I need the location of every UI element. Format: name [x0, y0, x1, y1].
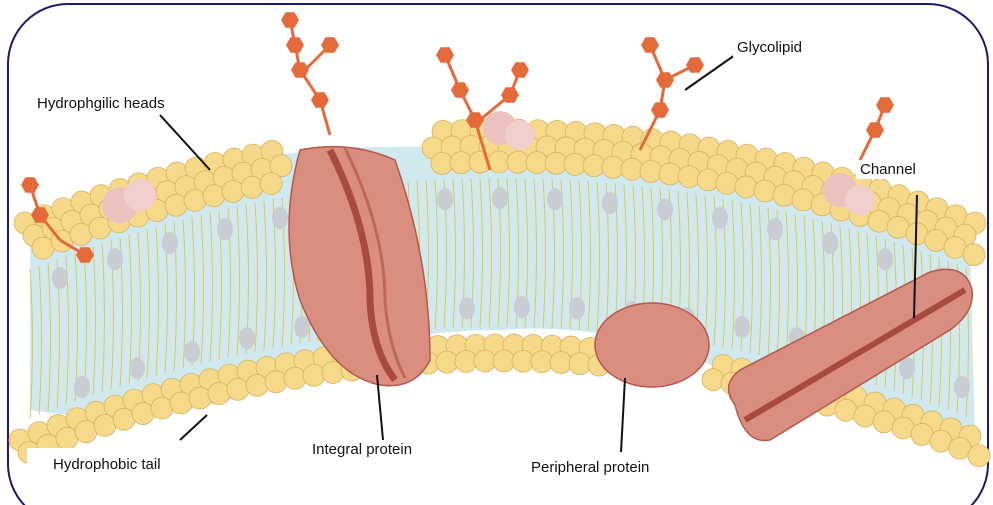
lipid-head	[792, 189, 814, 211]
lipid-head	[602, 156, 624, 178]
lipid-head	[170, 392, 192, 414]
cholesterol	[272, 207, 288, 229]
lipid-head	[621, 158, 643, 180]
leader-peripheral	[621, 378, 625, 452]
cholesterol	[547, 188, 563, 210]
lipid-head	[208, 383, 230, 405]
lipid-head	[246, 374, 268, 396]
cholesterol	[52, 267, 68, 289]
cholesterol	[437, 188, 453, 210]
sugar-unit	[281, 12, 299, 28]
lipid-head	[284, 367, 306, 389]
lipid-head	[583, 155, 605, 177]
sugar-unit	[651, 102, 669, 118]
cholesterol	[734, 316, 750, 338]
sugar-unit	[876, 97, 894, 113]
peripheral-protein-shape	[595, 303, 709, 387]
lipid-head	[222, 180, 244, 202]
lipid-head	[854, 405, 876, 427]
lipid-head	[716, 172, 738, 194]
sugar-unit	[641, 37, 659, 53]
lipid-head	[113, 408, 135, 430]
label-integral-protein: Integral protein	[308, 440, 416, 459]
lipid-head	[265, 371, 287, 393]
sugar-unit	[451, 82, 469, 98]
cholesterol	[74, 376, 90, 398]
leader-hydrophobic	[180, 415, 207, 440]
cholesterol	[569, 297, 585, 319]
lipid-head	[640, 160, 662, 182]
cholesterol	[294, 316, 310, 338]
cholesterol	[459, 297, 475, 319]
lipid-head	[184, 189, 206, 211]
label-hydrophilic-heads: Hydrophgilic heads	[33, 94, 169, 113]
sugar-unit	[686, 57, 704, 73]
lipid-head	[702, 369, 724, 391]
lipid-head	[241, 176, 263, 198]
sugar-unit	[866, 122, 884, 138]
lipid-head	[868, 210, 890, 232]
label-hydrophobic-tail: Hydrophobic tail	[27, 448, 179, 481]
cholesterol	[162, 232, 178, 254]
cholesterol	[217, 218, 233, 240]
lipid-head	[968, 445, 990, 467]
cholesterol	[107, 248, 123, 270]
lipid-head	[94, 414, 116, 436]
lipid-head	[260, 173, 282, 195]
cholesterol	[657, 198, 673, 220]
cholesterol	[492, 187, 508, 209]
sugar-unit	[436, 47, 454, 63]
lipid-head	[189, 387, 211, 409]
lipid-head	[835, 399, 857, 421]
lipid-head	[132, 403, 154, 425]
sugar-unit	[21, 177, 39, 193]
cholesterol	[877, 248, 893, 270]
lipid-head	[773, 184, 795, 206]
lipid-head	[303, 364, 325, 386]
lipid-head	[735, 176, 757, 198]
lipid-head	[151, 397, 173, 419]
lipid-head	[697, 169, 719, 191]
label-peripheral-protein: Peripheral protein	[527, 458, 653, 477]
sugar-unit	[286, 37, 304, 53]
lipid-head	[165, 194, 187, 216]
lipid-head	[963, 244, 985, 266]
lipid-head	[754, 180, 776, 202]
cholesterol	[602, 192, 618, 214]
lipid-head	[678, 166, 700, 188]
lipid-head	[227, 378, 249, 400]
cholesterol	[767, 218, 783, 240]
lipid-head	[659, 163, 681, 185]
lipid-head	[89, 217, 111, 239]
cholesterol	[129, 357, 145, 379]
cholesterol	[514, 296, 530, 318]
cholesterol	[184, 341, 200, 363]
leader-hydrophilic	[160, 115, 210, 170]
label-channel: Channel	[856, 160, 920, 179]
cholesterol	[239, 327, 255, 349]
sugar-unit	[311, 92, 329, 108]
cholesterol	[822, 232, 838, 254]
cholesterol	[954, 376, 970, 398]
sugar-unit	[511, 62, 529, 78]
cholesterol	[712, 207, 728, 229]
lipid-head	[873, 411, 895, 433]
label-glycolipid: Glycolipid	[733, 38, 806, 57]
lipid-head	[203, 185, 225, 207]
